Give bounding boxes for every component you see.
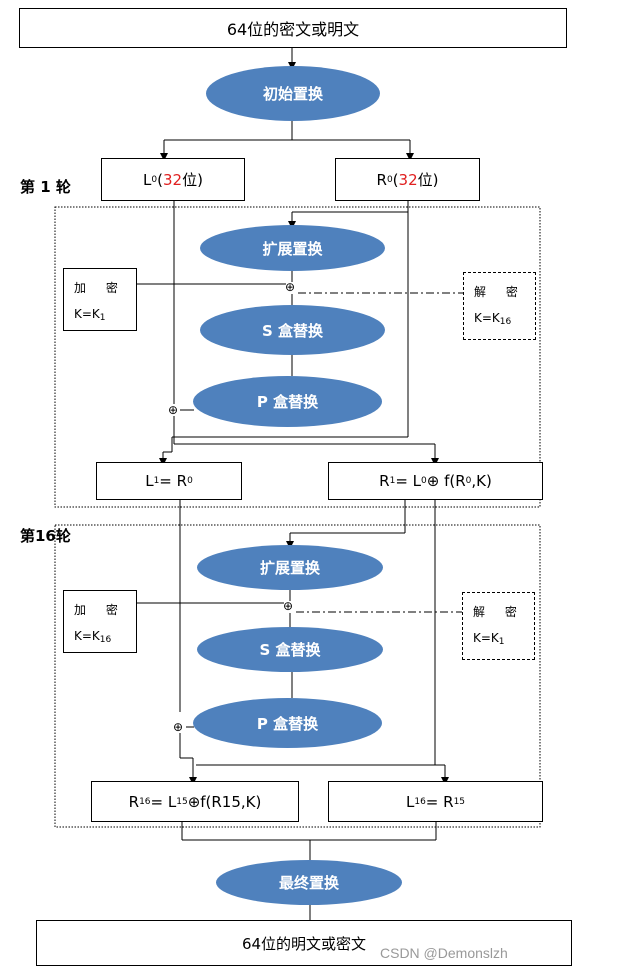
expansion-permutation-r16: 扩展置换 <box>197 545 383 590</box>
encrypt-key-r16: 加 密 K=K16 <box>63 590 137 653</box>
final-permutation: 最终置换 <box>216 860 402 905</box>
decrypt-key-r1: 解 密 K=K16 <box>463 272 536 340</box>
xor-r16-expansion: ⊕ <box>283 599 294 613</box>
round-1-label: 第 1 轮 <box>20 178 71 196</box>
xor-r16-left: ⊕ <box>173 720 184 734</box>
output-block: 64位的明文或密文 <box>36 920 572 966</box>
xor-r1-expansion: ⊕ <box>285 280 296 294</box>
input-block: 64位的密文或明文 <box>19 8 567 48</box>
p-box-permutation-r16: P 盒替换 <box>193 698 382 748</box>
p-box-permutation-r1: P 盒替换 <box>193 376 382 427</box>
decrypt-key-r16: 解 密 K=K1 <box>462 592 535 660</box>
expansion-permutation-r1: 扩展置换 <box>200 225 385 271</box>
watermark: CSDN @Demonslzh <box>380 945 508 961</box>
round-16-label: 第16轮 <box>20 527 71 545</box>
s-box-substitution-r16: S 盒替换 <box>197 627 383 672</box>
initial-permutation: 初始置换 <box>206 66 380 121</box>
xor-r1-left: ⊕ <box>168 403 179 417</box>
s-box-substitution-r1: S 盒替换 <box>200 305 385 355</box>
encrypt-key-r1: 加 密 K=K1 <box>63 268 137 331</box>
